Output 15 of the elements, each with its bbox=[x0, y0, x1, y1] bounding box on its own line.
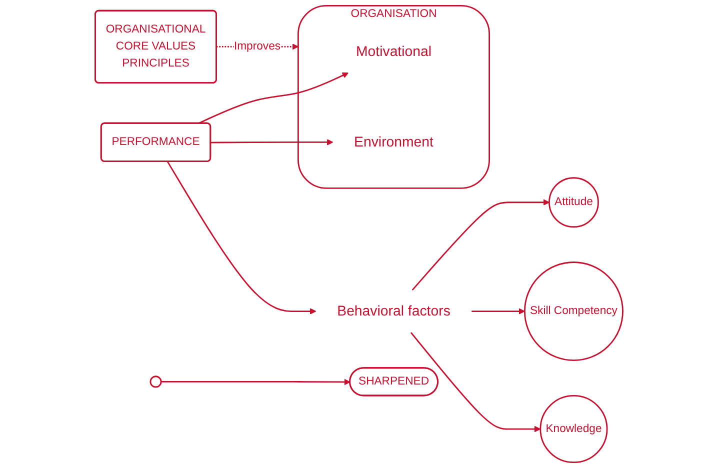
edge-label: Improves bbox=[234, 40, 281, 52]
arrow bbox=[161, 378, 350, 386]
node-circle: Skill Competency bbox=[524, 262, 624, 362]
arrow bbox=[412, 199, 550, 291]
node-circle: Knowledge bbox=[540, 395, 608, 464]
arrow bbox=[210, 139, 334, 146]
arrow bbox=[198, 72, 349, 124]
node-text: Motivational bbox=[356, 44, 432, 60]
arrow bbox=[472, 308, 525, 314]
arrow bbox=[166, 161, 316, 314]
node-text: Environment bbox=[354, 134, 434, 150]
node-text: Behavioral factors bbox=[337, 304, 450, 320]
node-circle bbox=[150, 376, 162, 388]
arrow bbox=[410, 332, 541, 432]
node-circle: Attitude bbox=[548, 177, 599, 228]
